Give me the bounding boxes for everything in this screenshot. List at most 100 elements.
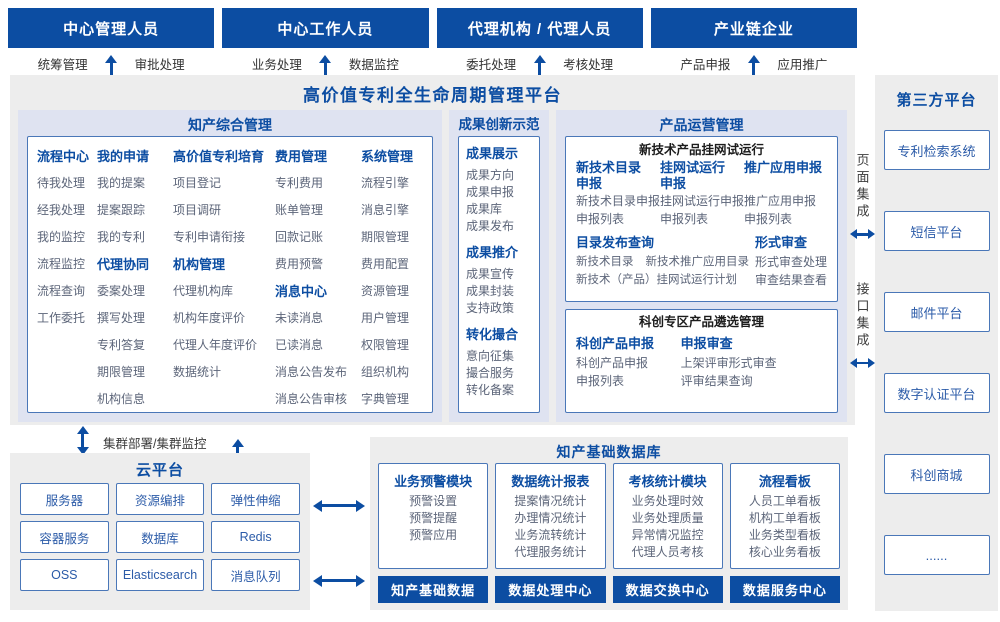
menu-item: 撮合服务: [466, 366, 515, 380]
module-item: 业务类型看板: [748, 528, 821, 542]
menu-item-list: 委案处理撰写处理专利答复期限管理机构信息: [97, 277, 173, 412]
section-achievement-innovation: 成果创新示范 成果展示 成果方向成果申报成果库成果发布 成果推介 成果宣传成果封…: [449, 110, 549, 422]
menu-item: 项目登记: [173, 176, 222, 190]
menu-item-list: 成果方向成果申报成果库成果发布: [466, 167, 532, 235]
menu-item-list: 挂网试运行申报申报列表: [660, 192, 744, 228]
achievement-group-promotion: 成果推介 成果宣传成果封装支持政策: [466, 242, 532, 317]
menu-group-header: 费用管理: [275, 149, 328, 164]
menu-item: 我的监控: [37, 230, 86, 244]
menu-item: 组织机构: [361, 365, 410, 379]
module-item: 业务处理质量: [631, 511, 704, 525]
menu-item: 流程查询: [37, 284, 86, 298]
menu-item: 回款记账: [275, 230, 324, 244]
cloud-service-node: 弹性伸缩: [211, 483, 300, 515]
platform-sections: 知产综合管理 流程中心 待我处理经我处理我的监控流程监控流程查询工作委托 我的申…: [10, 110, 855, 430]
achievement-box: 成果展示 成果方向成果申报成果库成果发布 成果推介 成果宣传成果封装支持政策 转…: [458, 136, 540, 413]
cloud-service-node: OSS: [20, 559, 109, 591]
double-arrow-vertical-icon: [538, 62, 542, 76]
menu-item: 代理人年度评价: [173, 338, 258, 352]
cloud-service-node: Redis: [211, 521, 300, 553]
menu-item: 专利费用: [275, 176, 324, 190]
menu-item: 字典管理: [361, 392, 410, 406]
menu-item: 流程监控: [37, 257, 86, 271]
menu-group-header: 转化撮合: [466, 327, 519, 342]
double-arrow-horizontal-icon: [856, 361, 868, 364]
menu-group-header: 流程中心: [37, 149, 90, 164]
cloud-service-node: Elasticsearch: [115, 559, 205, 591]
section-product-operations: 产品运营管理 新技术产品挂网试运行 新技术目录申报 新技术目录申报申报列表 挂网…: [555, 110, 847, 422]
menu-item: 上架评审形式审查: [680, 356, 777, 370]
menu-item: 成果发布: [466, 219, 515, 233]
module-item: 代理人员考核: [631, 545, 704, 559]
menu-column-system-management: 系统管理 流程引擎消息引擎期限管理费用配置资源管理用户管理权限管理组织机构字典管…: [361, 142, 423, 412]
menu-item: 工作委托: [37, 311, 86, 325]
third-party-list: 专利检索系统短信平台邮件平台数字认证平台科创商城......: [883, 130, 990, 616]
product-ops-boxes: 新技术产品挂网试运行 新技术目录申报 新技术目录申报申报列表 挂网试运行申报 挂…: [564, 136, 838, 413]
role-title: 产业链企业: [650, 8, 857, 48]
selection-columns: 科创产品申报 科创产品申报申报列表 申报审查 上架评审形式审查评审结果查询: [576, 334, 827, 390]
menu-item-list: 待我处理经我处理我的监控流程监控流程查询工作委托: [37, 169, 97, 331]
module-item: 机构工单看板: [748, 511, 821, 525]
menu-column-patent-cultivation: 高价值专利培育 项目登记项目调研专利申请衔接 机构管理 代理机构库机构年度评价代…: [173, 142, 275, 412]
menu-item-list: 推广应用申报申报列表: [744, 192, 827, 228]
menu-group-header: 代理协同: [97, 257, 150, 272]
menu-item: 费用配置: [361, 257, 410, 271]
menu-item: 转化备案: [466, 383, 515, 397]
ip-database-title: 知产基础数据库: [556, 444, 662, 460]
menu-item: 期限管理: [97, 365, 146, 379]
menu-group-header: 成果推介: [466, 245, 519, 260]
menu-column-fee-management: 费用管理 专利费用账单管理回款记账费用预警 消息中心 未读消息已读消息消息公告发…: [275, 142, 361, 412]
cloud-service-node: 服务器: [20, 483, 109, 515]
menu-item: 已读消息: [275, 338, 324, 352]
role-title: 中心工作人员: [222, 8, 429, 48]
menu-item-list: 成果宣传成果封装支持政策: [466, 266, 532, 317]
platform-title: 高价值专利全生命周期管理平台: [303, 86, 562, 105]
menu-item: 科创产品申报: [575, 356, 648, 370]
module-item: 核心业务看板: [748, 545, 821, 559]
module-item-list: 提案情况统计办理情况统计业务流转统计代理服务统计: [496, 493, 604, 561]
menu-item-list: 科创产品申报申报列表: [576, 354, 681, 390]
module-item: 预警应用: [409, 528, 458, 542]
double-arrow-vertical-icon: [109, 62, 113, 76]
module-item: 业务流转统计: [514, 528, 587, 542]
role-group-agents: 代理机构 / 代理人员 委托处理 考核处理: [436, 8, 643, 78]
cluster-deploy-label: 集群部署/集群监控: [103, 437, 207, 451]
menu-item: 消息公告审核: [275, 392, 348, 406]
menu-item: 申报列表: [575, 212, 624, 226]
menu-item: 未读消息: [275, 311, 324, 325]
role-function-label: 委托处理: [466, 57, 517, 72]
ip-management-box: 流程中心 待我处理经我处理我的监控流程监控流程查询工作委托 我的申请 我的提案提…: [27, 136, 433, 413]
module-business-alert: 业务预警模块 预警设置预警提醒预警应用: [378, 463, 489, 569]
role-function-label: 产品申报: [680, 57, 731, 72]
menu-group-header: 目录发布查询: [575, 235, 654, 250]
trial-operation-box: 新技术产品挂网试运行 新技术目录申报 新技术目录申报申报列表 挂网试运行申报 挂…: [564, 136, 838, 302]
cloud-service-node: 消息队列: [211, 559, 300, 591]
module-item: 办理情况统计: [514, 511, 587, 525]
menu-item: 委案处理: [97, 284, 146, 298]
module-item-list: 预警设置预警提醒预警应用: [379, 493, 487, 544]
menu-item: 待我处理: [37, 176, 86, 190]
third-party-node: 邮件平台: [883, 292, 990, 332]
module-header: 考核统计模块: [628, 474, 707, 489]
menu-item: 机构信息: [97, 392, 146, 406]
third-party-node: ......: [883, 535, 990, 575]
role-function-label: 审批处理: [134, 57, 185, 72]
module-header: 流程看板: [758, 474, 811, 489]
menu-item-list: 项目登记项目调研专利申请衔接: [173, 169, 275, 250]
menu-item-list: 流程引擎消息引擎期限管理费用配置资源管理用户管理权限管理组织机构字典管理: [361, 169, 423, 412]
column-promotion-application: 推广应用申报 推广应用申报申报列表: [744, 160, 827, 228]
double-arrow-vertical-icon: [81, 434, 84, 447]
module-assessment-statistics: 考核统计模块 业务处理时效业务处理质量异常情况监控代理人员考核: [612, 463, 723, 569]
page-integration-label: 页面集成: [854, 153, 870, 221]
menu-item: 项目调研: [173, 203, 222, 217]
role-group-center-managers: 中心管理人员 统筹管理 审批处理: [8, 8, 215, 78]
menu-group-header: 新技术目录申报: [575, 160, 641, 191]
third-party-node: 科创商城: [883, 454, 990, 494]
menu-item: 新技术目录申报: [575, 194, 660, 208]
module-item: 预警设置: [409, 494, 458, 508]
menu-item: 消息公告发布: [275, 365, 348, 379]
menu-item-list: 上架评审形式审查评审结果查询: [681, 354, 827, 390]
menu-item: 代理机构库: [173, 284, 234, 298]
menu-item-list: 我的提案提案跟踪我的专利: [97, 169, 173, 250]
